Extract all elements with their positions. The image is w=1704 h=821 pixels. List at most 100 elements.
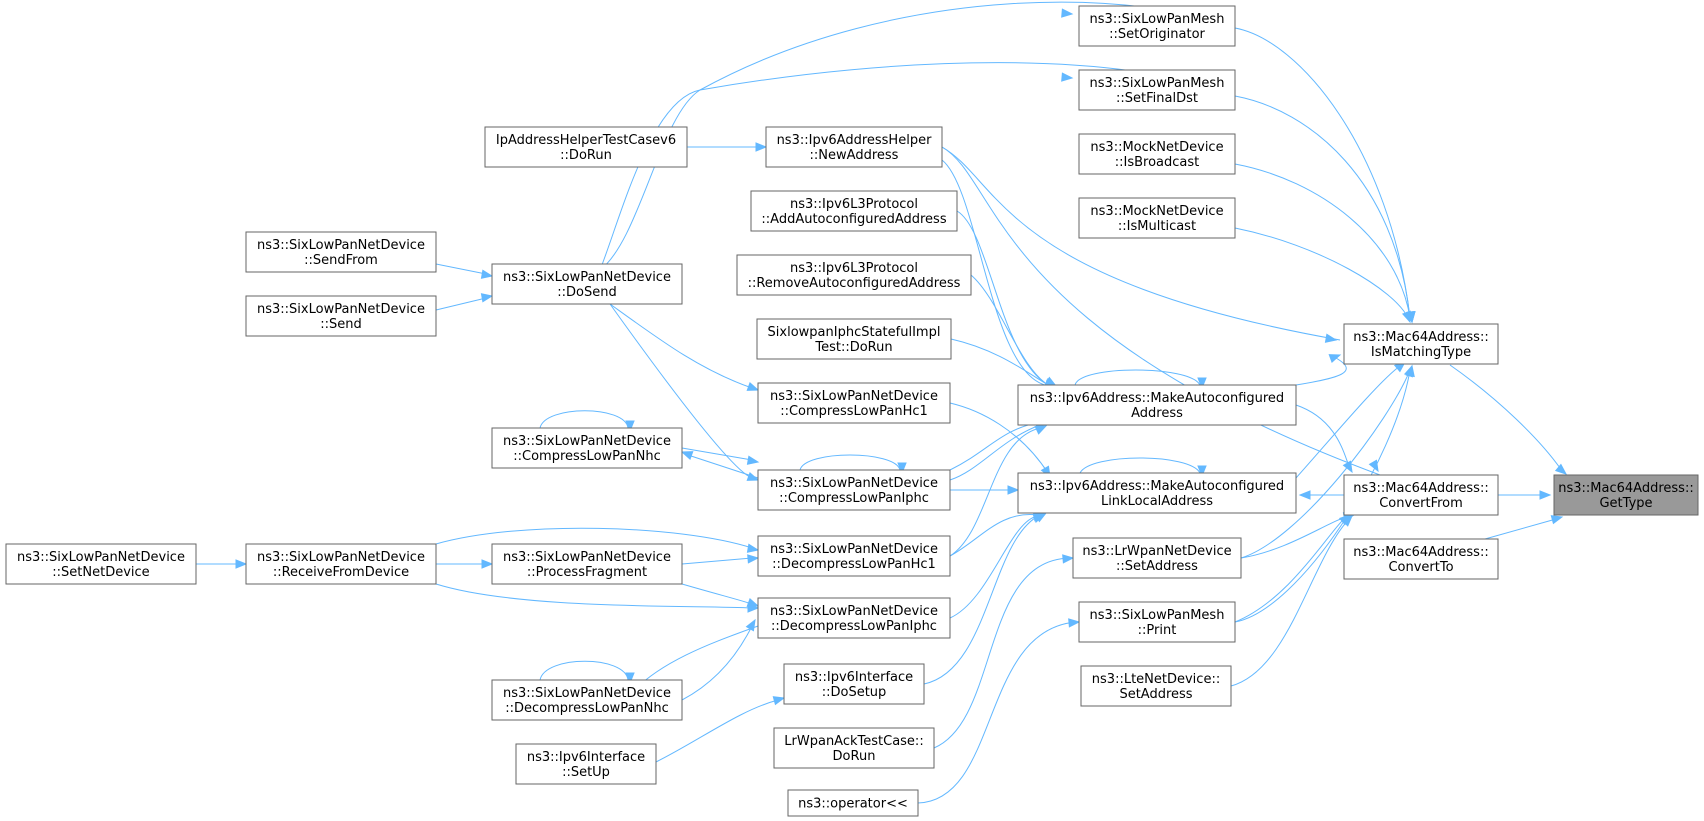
node-label-line: ns3::Ipv6AddressHelper xyxy=(777,133,933,148)
node-label-line: ::IsMulticast xyxy=(1118,219,1196,234)
call-edge-arrowhead xyxy=(1007,485,1020,495)
call-edge xyxy=(970,274,1051,387)
node-box xyxy=(1078,601,1236,643)
node-box xyxy=(1017,384,1297,426)
function-node-ipv6-if-set-up[interactable]: ns3::Ipv6Interface::SetUp xyxy=(515,743,657,785)
function-node-ip-helper-test-do-run[interactable]: IpAddressHelperTestCasev6::DoRun xyxy=(484,126,688,168)
node-label-line: ::SendFrom xyxy=(304,253,378,268)
call-edge xyxy=(1230,517,1351,687)
function-node-ack-test-do-run[interactable]: LrWpanAckTestCase::DoRun xyxy=(773,727,935,769)
node-label-line: ::SetFinalDst xyxy=(1116,91,1198,106)
function-node-do-send[interactable]: ns3::SixLowPanNetDevice::DoSend xyxy=(491,263,683,305)
node-label-line: ::DecompressLowPanNhc xyxy=(505,701,669,716)
function-node-lrwpan-set-address[interactable]: ns3::LrWpanNetDevice::SetAddress xyxy=(1072,537,1242,579)
function-node-ipv6-if-do-setup[interactable]: ns3::Ipv6Interface::DoSetup xyxy=(783,663,925,705)
function-node-new-address[interactable]: ns3::Ipv6AddressHelper::NewAddress xyxy=(765,126,943,168)
node-label-line: ns3::MockNetDevice xyxy=(1090,204,1223,219)
function-node-is-multicast[interactable]: ns3::MockNetDevice::IsMulticast xyxy=(1078,197,1236,239)
function-node-decompress-hc1[interactable]: ns3::SixLowPanNetDevice::DecompressLowPa… xyxy=(757,535,951,577)
function-node-set-net-device[interactable]: ns3::SixLowPanNetDevice::SetNetDevice xyxy=(5,543,197,585)
function-node-is-matching-type[interactable]: ns3::Mac64Address::IsMatchingType xyxy=(1343,323,1499,365)
call-edge-arrowhead xyxy=(1061,8,1074,18)
node-label-line: ns3::operator<< xyxy=(798,797,908,812)
node-label-line: ns3::Ipv6L3Protocol xyxy=(790,197,918,212)
function-node-is-broadcast[interactable]: ns3::MockNetDevice::IsBroadcast xyxy=(1078,133,1236,175)
call-edge xyxy=(655,699,779,763)
node-label-line: ns3::LrWpanNetDevice xyxy=(1082,544,1231,559)
call-edge xyxy=(949,427,1041,557)
node-label-line: ns3::SixLowPanNetDevice xyxy=(503,270,671,285)
function-node-make-auto-l-l[interactable]: ns3::Ipv6Address::MakeAutoconfiguredLink… xyxy=(1017,472,1297,514)
call-edge-arrowhead xyxy=(1298,490,1311,500)
function-node-send-from[interactable]: ns3::SixLowPanNetDevice::SendFrom xyxy=(245,231,437,273)
function-node-add-auto[interactable]: ns3::Ipv6L3Protocol::AddAutoconfiguredAd… xyxy=(750,190,958,232)
node-box xyxy=(491,263,683,305)
call-edge xyxy=(681,625,753,701)
node-label-line: ::SetNetDevice xyxy=(52,565,149,580)
node-label-line: ns3::SixLowPanMesh xyxy=(1090,76,1225,91)
call-edge-arrowhead xyxy=(772,696,786,706)
call-edge-arrowhead xyxy=(1405,364,1415,378)
node-box xyxy=(765,126,943,168)
function-node-compress-iphc[interactable]: ns3::SixLowPanNetDevice::CompressLowPanI… xyxy=(757,469,951,511)
node-box xyxy=(491,679,683,721)
node-label-line: ::IsBroadcast xyxy=(1115,155,1200,170)
call-edge xyxy=(1079,457,1201,474)
node-label-line: ns3::SixLowPanNetDevice xyxy=(503,550,671,565)
node-label-line: ::DoRun xyxy=(560,148,612,163)
function-node-receive-from-device[interactable]: ns3::SixLowPanNetDevice::ReceiveFromDevi… xyxy=(245,543,437,585)
node-box xyxy=(1072,537,1242,579)
function-node-send[interactable]: ns3::SixLowPanNetDevice::Send xyxy=(245,295,437,337)
node-box xyxy=(1553,474,1699,516)
function-node-make-auto-addr[interactable]: ns3::Ipv6Address::MakeAutoconfiguredAddr… xyxy=(1017,384,1297,426)
function-node-compress-nhc[interactable]: ns3::SixLowPanNetDevice::CompressLowPanN… xyxy=(491,427,683,469)
node-label-line: ::DecompressLowPanHc1 xyxy=(772,557,936,572)
call-edge-arrowhead xyxy=(1324,333,1338,343)
call-edge-arrowhead xyxy=(1197,465,1207,478)
call-edge-arrowhead xyxy=(480,269,494,279)
node-label-line: ns3::Ipv6Interface xyxy=(527,750,645,765)
call-edge-arrowhead xyxy=(680,451,694,461)
function-node-mesh-print[interactable]: ns3::SixLowPanMesh::Print xyxy=(1078,601,1236,643)
function-node-process-fragment[interactable]: ns3::SixLowPanNetDevice::ProcessFragment xyxy=(491,543,683,585)
node-label-line: ::ReceiveFromDevice xyxy=(273,565,409,580)
call-edge-arrowhead xyxy=(625,672,635,685)
function-node-convert-to[interactable]: ns3::Mac64Address::ConvertTo xyxy=(1343,538,1499,580)
node-label-line: ::NewAddress xyxy=(810,148,899,163)
function-node-lte-set-address[interactable]: ns3::LteNetDevice::SetAddress xyxy=(1080,665,1232,707)
function-node-operator-out[interactable]: ns3::operator<< xyxy=(787,789,919,817)
function-node-get-type[interactable]: ns3::Mac64Address::GetType xyxy=(1553,474,1699,516)
node-box xyxy=(245,231,437,273)
node-label-line: LinkLocalAddress xyxy=(1101,494,1213,509)
call-edge xyxy=(609,303,753,479)
node-label-line: ns3::SixLowPanNetDevice xyxy=(770,542,938,557)
call-edge xyxy=(435,263,487,275)
node-label-line: Address xyxy=(1131,406,1183,421)
node-label-line: DoRun xyxy=(833,749,876,764)
function-node-decompress-nhc[interactable]: ns3::SixLowPanNetDevice::DecompressLowPa… xyxy=(491,679,683,721)
function-node-remove-auto[interactable]: ns3::Ipv6L3Protocol::RemoveAutoconfigure… xyxy=(736,254,972,296)
function-node-decompress-iphc[interactable]: ns3::SixLowPanNetDevice::DecompressLowPa… xyxy=(757,597,951,639)
function-node-set-originator[interactable]: ns3::SixLowPanMesh::SetOriginator xyxy=(1078,5,1236,47)
call-edge-arrowhead xyxy=(1554,463,1568,475)
call-edge-arrowhead xyxy=(755,142,768,152)
function-node-compress-hc1[interactable]: ns3::SixLowPanNetDevice::CompressLowPanH… xyxy=(757,382,951,424)
node-box xyxy=(245,295,437,337)
node-label-line: GetType xyxy=(1599,496,1652,511)
node-label-line: ::CompressLowPanNhc xyxy=(513,449,660,464)
node-label-line: ConvertTo xyxy=(1388,560,1453,575)
node-box xyxy=(783,663,925,705)
function-node-convert-from[interactable]: ns3::Mac64Address::ConvertFrom xyxy=(1343,474,1499,516)
call-edge-arrowhead xyxy=(1061,72,1074,82)
node-box xyxy=(5,543,197,585)
call-edge-arrowhead xyxy=(1197,377,1207,390)
call-edge xyxy=(681,583,753,605)
node-label-line: ::AddAutoconfiguredAddress xyxy=(761,212,946,227)
node-box xyxy=(515,743,657,785)
call-edge xyxy=(1240,369,1411,559)
call-edge xyxy=(1484,518,1557,540)
function-node-set-final-dst[interactable]: ns3::SixLowPanMesh::SetFinalDst xyxy=(1078,69,1236,111)
node-box xyxy=(1017,472,1297,514)
node-label-line: ::Send xyxy=(320,317,362,332)
